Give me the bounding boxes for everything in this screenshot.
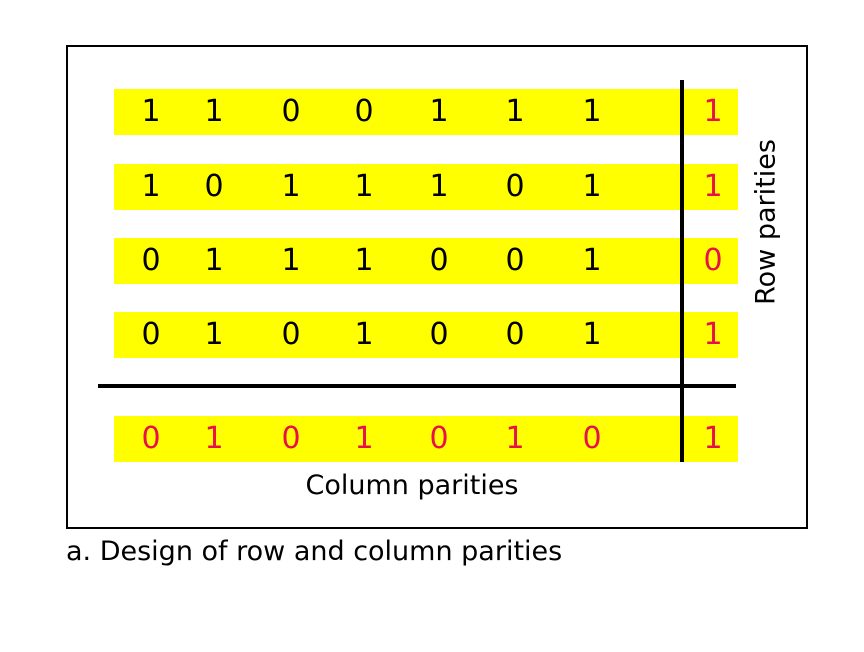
row-parity-bit: 0: [703, 243, 723, 278]
row-parity-bit: 1: [703, 94, 723, 129]
data-bit: 0: [505, 243, 525, 278]
data-bit: 1: [204, 94, 224, 129]
data-row-band: [114, 164, 738, 210]
data-bit: 0: [281, 94, 301, 129]
data-bit: 1: [354, 243, 374, 278]
data-bit: 1: [505, 94, 525, 129]
data-bit: 0: [281, 317, 301, 352]
data-bit: 1: [582, 243, 602, 278]
figure-caption: a. Design of row and column parities: [66, 536, 563, 567]
column-parity-bit: 1: [204, 421, 224, 456]
column-parity-bit: 0: [281, 421, 301, 456]
data-bit: 1: [281, 169, 301, 204]
data-row-band: [114, 89, 738, 135]
data-bit: 1: [141, 169, 161, 204]
data-bit: 1: [582, 317, 602, 352]
column-parity-band: [114, 416, 738, 462]
data-row-band: [114, 238, 738, 284]
data-bit: 0: [141, 243, 161, 278]
data-bit: 0: [204, 169, 224, 204]
diagram-frame: [66, 45, 808, 529]
column-parities-label: Column parities: [305, 470, 519, 501]
column-parity-bit: 1: [505, 421, 525, 456]
data-bit: 1: [582, 169, 602, 204]
row-parity-bit: 1: [703, 317, 723, 352]
column-parity-bit: 0: [429, 421, 449, 456]
data-bit: 0: [141, 317, 161, 352]
data-bit: 0: [429, 243, 449, 278]
data-row-band: [114, 312, 738, 358]
data-bit: 1: [281, 243, 301, 278]
data-bit: 1: [204, 243, 224, 278]
data-bit: 1: [582, 94, 602, 129]
column-parity-divider: [98, 384, 736, 388]
data-bit: 0: [505, 169, 525, 204]
data-bit: 0: [354, 94, 374, 129]
data-bit: 1: [429, 169, 449, 204]
column-parity-bit: 0: [141, 421, 161, 456]
row-parities-label: Row parities: [750, 139, 782, 305]
data-bit: 1: [141, 94, 161, 129]
overall-parity-bit: 1: [703, 421, 723, 456]
row-parity-bit: 1: [703, 169, 723, 204]
data-bit: 0: [505, 317, 525, 352]
data-bit: 1: [429, 94, 449, 129]
column-parity-bit: 1: [354, 421, 374, 456]
row-parity-divider: [680, 80, 684, 462]
data-bit: 0: [429, 317, 449, 352]
data-bit: 1: [204, 317, 224, 352]
data-bit: 1: [354, 169, 374, 204]
data-bit: 1: [354, 317, 374, 352]
column-parity-bit: 0: [582, 421, 602, 456]
